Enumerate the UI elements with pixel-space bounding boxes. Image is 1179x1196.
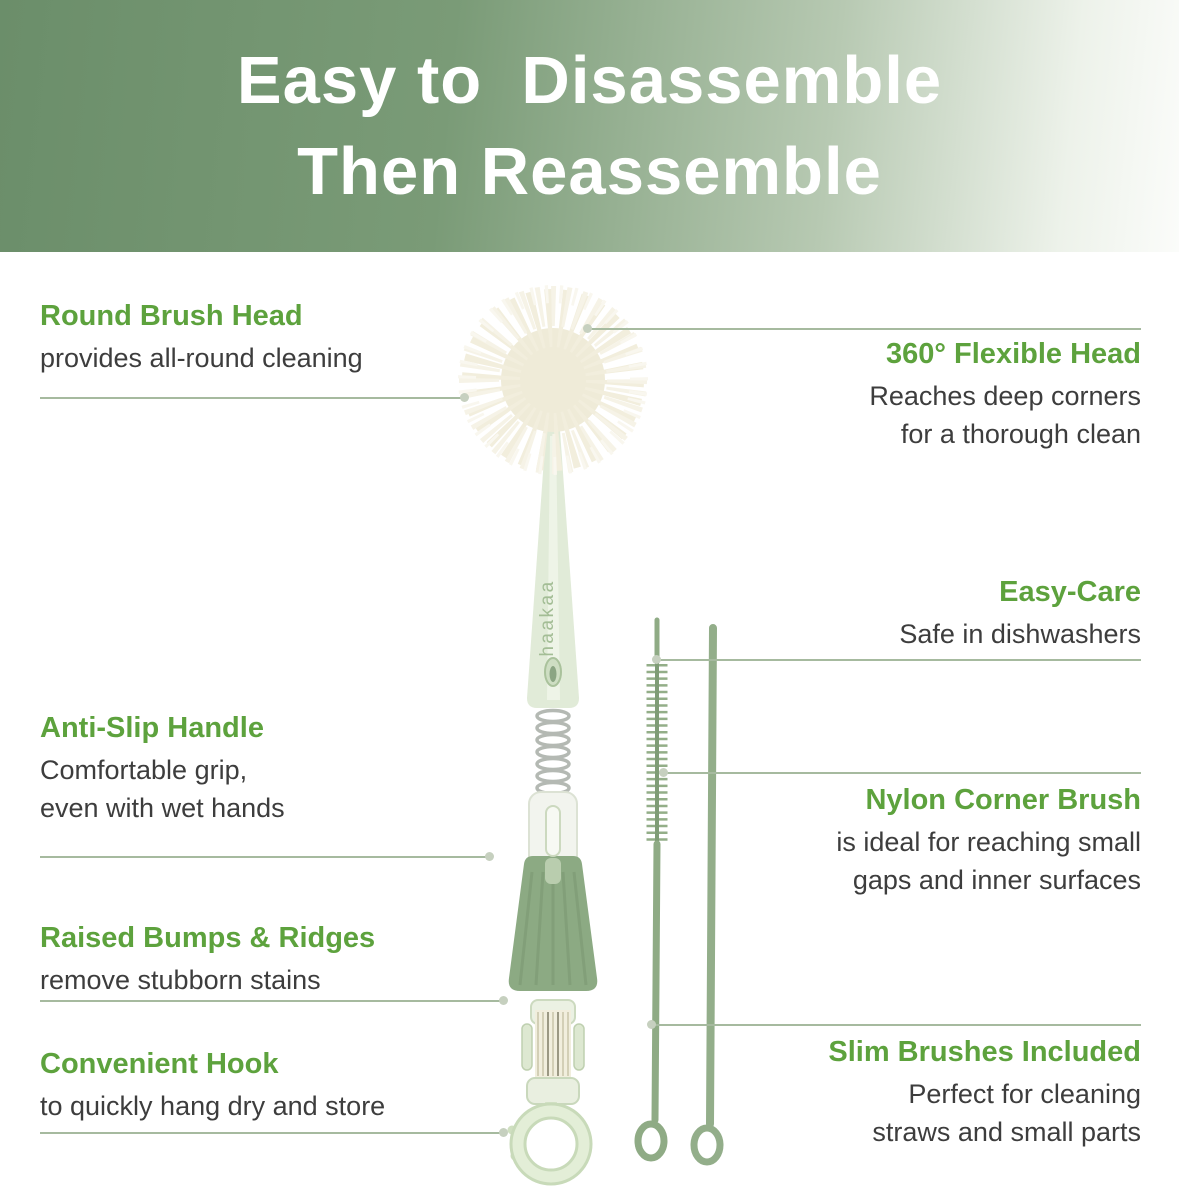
callout-flexible-head: 360° Flexible Head Reaches deep corners … [869,338,1141,454]
callout-line [40,1000,504,1002]
nylon-corner-brush [634,617,668,1162]
callout-round-brush-head: Round Brush Head provides all-round clea… [40,300,363,377]
callout-body: Safe in dishwashers [899,619,1141,649]
page-title: Easy to Disassemble Then Reassemble [237,35,942,217]
connector-dot [499,996,508,1005]
callout-title: Nylon Corner Brush [865,784,1141,816]
spring-connector [535,708,571,796]
callout-line [652,1024,1141,1026]
title-line-1: Easy to Disassemble [236,42,943,118]
connector-dot [485,852,494,861]
callout-anti-slip-handle: Anti-Slip Handle Comfortable grip, even … [40,712,285,828]
callout-raised-bumps: Raised Bumps & Ridges remove stubborn st… [40,922,375,999]
callout-body: remove stubborn stains [40,965,321,995]
connector-dot [499,1128,508,1137]
callout-line [40,856,490,858]
callout-title: 360° Flexible Head [886,338,1141,370]
round-brush-head [458,285,648,475]
callout-title: Raised Bumps & Ridges [40,922,376,954]
callout-line [657,659,1141,661]
callout-convenient-hook: Convenient Hook to quickly hang dry and … [40,1048,385,1125]
callout-line [588,328,1141,330]
connector-dot [460,393,469,402]
callout-line [40,397,468,399]
callout-title: Easy-Care [999,576,1141,608]
callout-nylon-corner-brush: Nylon Corner Brush is ideal for reaching… [836,784,1141,900]
callout-body: to quickly hang dry and store [40,1091,386,1121]
title-line-2: Then Reassemble [297,134,882,209]
callout-title: Anti-Slip Handle [40,712,264,744]
hook-assembly [507,999,593,1186]
callout-title: Convenient Hook [40,1048,279,1080]
callout-body: Perfect for cleaning straws and small pa… [872,1079,1141,1148]
callout-body: Comfortable grip, even with wet hands [40,755,285,824]
callout-easy-care: Easy-Care Safe in dishwashers [899,576,1141,653]
slim-brush [690,624,724,1166]
callout-body: is ideal for reaching small gaps and inn… [836,827,1141,896]
connector-dot [652,655,661,664]
callout-body: provides all-round cleaning [40,343,363,373]
callout-slim-brushes: Slim Brushes Included Perfect for cleani… [828,1036,1141,1152]
connector-dot [659,768,668,777]
brush-handle: haakaa [527,430,579,708]
callout-body: Reaches deep corners for a thorough clea… [869,381,1141,450]
callout-title: Slim Brushes Included [828,1036,1141,1068]
header-banner: Easy to Disassemble Then Reassemble [0,0,1179,252]
callout-line [40,1132,504,1134]
connector-dot [583,324,592,333]
callout-title: Round Brush Head [40,300,303,332]
connector-dot [647,1020,656,1029]
bottle-brush-set-illustration: haakaa [458,285,724,1186]
anti-slip-grip [508,805,598,991]
callout-line [664,772,1141,774]
brand-text: haakaa [537,579,558,656]
